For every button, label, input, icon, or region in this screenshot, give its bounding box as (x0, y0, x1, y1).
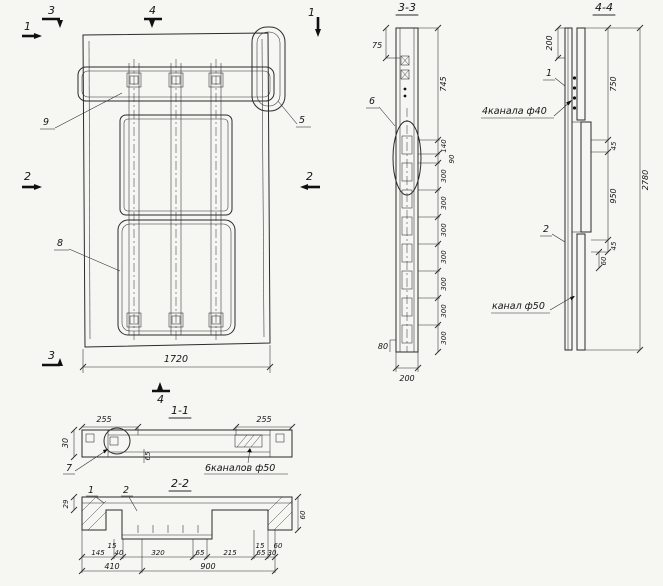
dim-410: 410 (104, 562, 119, 571)
dim-255-right: 255 (256, 415, 271, 424)
label-channel-50: канал ф50 (492, 301, 545, 312)
section-1-1-dims: 255 255 30 65 (61, 415, 296, 463)
section-title: 2-2 (171, 477, 189, 490)
section-title: 1-1 (171, 404, 189, 417)
callout-6: 6 (369, 96, 375, 107)
dim-65a: 65 (196, 549, 205, 557)
dim-29: 29 (62, 499, 70, 508)
section-3-3-body (389, 27, 422, 353)
mark-3-top: 3 (48, 4, 55, 17)
callout-7: 7 (66, 463, 72, 474)
section-4-4-title: 4-4 (592, 1, 616, 16)
dim-215: 215 (223, 549, 237, 557)
section-1-1-body (81, 427, 293, 458)
callout-1: 1 (546, 68, 552, 79)
dim-45b: 45 (610, 241, 618, 250)
dim-80: 80 (378, 342, 388, 351)
section-2-2-body (81, 496, 293, 540)
section-3-3-view: 3-3 (360, 0, 478, 392)
ribs (126, 59, 224, 341)
section-2-2-dims: 29 60 15 15 60 (62, 493, 307, 575)
section-1-1-title: 1-1 (168, 404, 192, 419)
callout-8: 8 (57, 238, 63, 249)
dim-15-right: 15 (256, 542, 265, 550)
callout-6-group: 6 (366, 96, 396, 127)
callout-2: 2 (123, 485, 129, 496)
section-4-4-view: 4-4 1 2 (478, 0, 663, 375)
dim-2780: 2780 (641, 170, 650, 190)
mark-1-right: 1 (308, 6, 315, 19)
section-2-2-view: 2-2 1 2 (38, 477, 343, 586)
dim-200: 200 (545, 35, 554, 50)
lifting-loop (251, 26, 286, 112)
section-title: 4-4 (595, 1, 613, 14)
section-4-4-dims: 200 750 45 950 45 (545, 24, 650, 354)
dim-200: 200 (399, 374, 414, 383)
dim-900: 900 (200, 562, 215, 571)
dim-300-1: 300 (440, 169, 448, 183)
section-4-4-body (564, 27, 592, 351)
callouts: 9 8 5 (40, 92, 311, 272)
lower-recess (117, 219, 236, 336)
dim-60-vertical: 60 (299, 510, 307, 519)
mark-1-left: 1 (24, 20, 31, 33)
section-marks: 3 4 1 1 2 2 3 4 (22, 4, 321, 406)
dim-60: 60 (600, 256, 608, 265)
dim-30: 30 (61, 438, 70, 448)
mark-2-right: 2 (306, 170, 313, 183)
main-plan-view: 1720 3 4 1 1 2 2 3 4 (18, 3, 354, 406)
callout-2: 2 (543, 224, 549, 235)
dim-300-4: 300 (440, 250, 448, 264)
mark-3-bottom: 3 (48, 349, 55, 362)
section-1-1-callouts: 7 6каналов ф50 (63, 448, 288, 475)
dim-90: 90 (448, 154, 456, 163)
section-3-3-dims: 75 (372, 24, 456, 383)
dim-145: 145 (91, 549, 105, 557)
section-1-1-view: 1-1 (38, 401, 338, 479)
section-2-2-title: 2-2 (168, 477, 192, 492)
dim-15-left: 15 (108, 542, 117, 550)
dim-320: 320 (151, 549, 165, 557)
dim-45a: 45 (610, 141, 618, 150)
dim-300-5: 300 (440, 277, 448, 291)
dim-60-bottom: 60 (274, 542, 283, 550)
mark-4-top: 4 (149, 4, 156, 17)
dim-300-2: 300 (440, 196, 448, 210)
dim-75: 75 (372, 41, 382, 50)
dim-255-left: 255 (96, 415, 111, 424)
dim-width-label: 1720 (164, 354, 188, 365)
callout-1: 1 (88, 485, 94, 496)
section-title: 3-3 (398, 1, 416, 14)
dim-300-6: 300 (440, 304, 448, 318)
dim-65b: 65 (257, 549, 266, 557)
label-6-channels: 6каналов ф50 (205, 463, 275, 474)
dim-40: 40 (115, 549, 124, 557)
dim-750: 750 (609, 76, 618, 91)
dim-30: 30 (268, 549, 277, 557)
dim-300-7: 300 (440, 331, 448, 345)
callout-9: 9 (43, 117, 49, 128)
section-4-4-callouts: 1 2 4канала ф40 канал ф50 (481, 68, 575, 314)
label-4-channels: 4канала ф40 (482, 106, 547, 117)
mark-4-bottom: 4 (157, 393, 164, 406)
callout-5: 5 (299, 115, 305, 126)
dim-140: 140 (440, 139, 448, 153)
panel-outline (82, 32, 271, 348)
section-3-3-title: 3-3 (395, 1, 419, 16)
dim-width-1720: 1720 (79, 345, 274, 373)
dim-745: 745 (439, 76, 448, 91)
dim-300-3: 300 (440, 223, 448, 237)
section-2-2-callouts: 1 2 (86, 485, 138, 512)
dim-65: 65 (144, 451, 152, 460)
mark-2-left: 2 (24, 170, 31, 183)
dim-950: 950 (609, 188, 618, 203)
